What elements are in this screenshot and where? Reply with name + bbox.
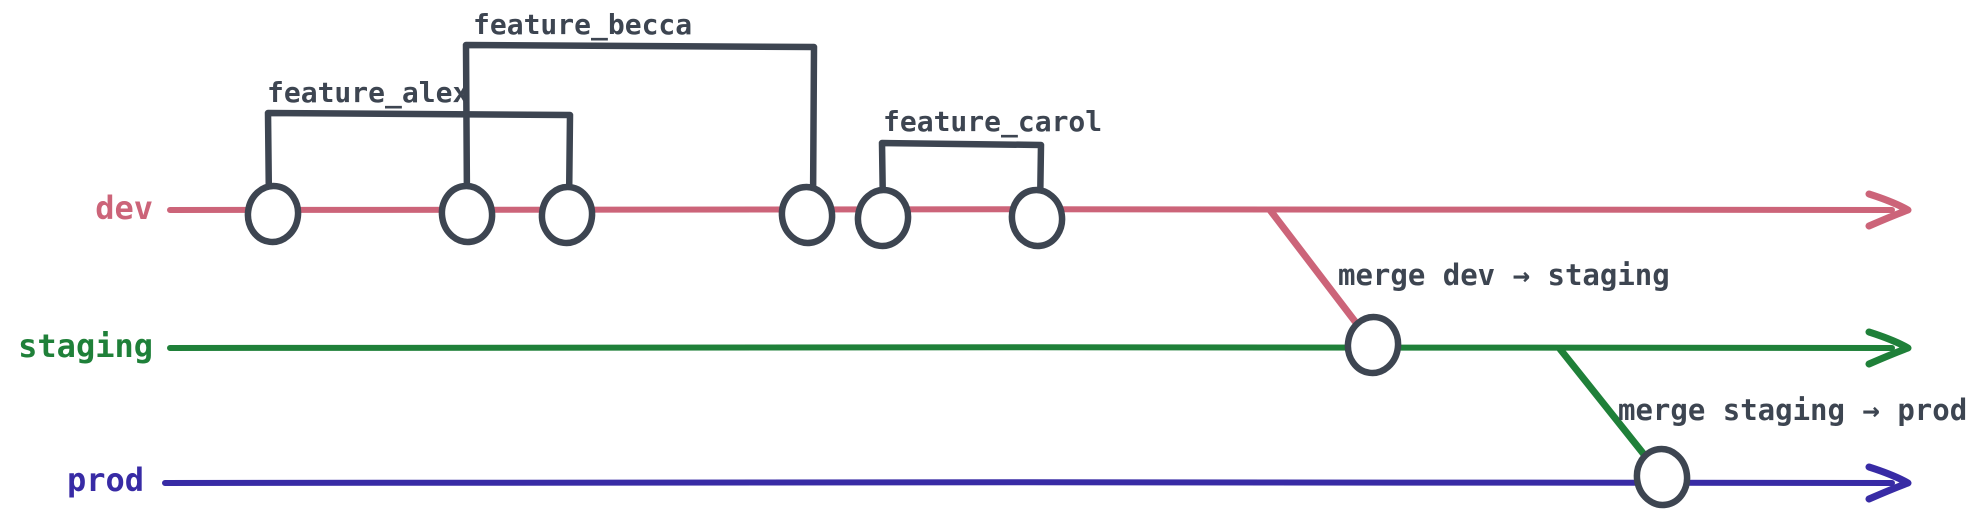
labels-layer: dev staging prod merge dev → staging merge s… xyxy=(18,8,1967,499)
commit-node-dev-6 xyxy=(1008,186,1066,250)
commit-node-dev-2 xyxy=(438,182,496,246)
branch-label-staging: staging xyxy=(18,327,153,365)
commit-node-dev-4 xyxy=(778,183,836,247)
merge-label-dev-staging: merge dev → staging xyxy=(1338,258,1670,292)
feature-label-alex: feature_alex xyxy=(267,76,469,109)
commit-node-dev-3 xyxy=(538,183,596,247)
feature-label-carol: feature_carol xyxy=(883,105,1102,138)
branch-arrowhead-prod xyxy=(1865,463,1912,503)
commit-node-prod-merge xyxy=(1633,445,1691,509)
commit-nodes-layer xyxy=(244,182,1691,509)
feature-bracket-alex xyxy=(264,109,574,210)
commit-node-staging-merge xyxy=(1344,313,1402,377)
branch-label-dev: dev xyxy=(95,189,153,227)
commit-node-dev-5 xyxy=(854,186,912,250)
branch-line-staging xyxy=(167,344,1895,351)
feature-bracket-carol xyxy=(878,139,1045,214)
feature-brackets-layer xyxy=(264,41,1045,214)
feature-label-becca: feature_becca xyxy=(473,8,692,41)
merge-label-staging-prod: merge staging → prod xyxy=(1618,393,1967,427)
feature-bracket-becca xyxy=(462,41,818,211)
branch-arrowhead-dev xyxy=(1865,190,1912,230)
commit-node-dev-1 xyxy=(244,182,302,246)
branch-arrowhead-staging xyxy=(1865,328,1912,368)
branch-line-prod xyxy=(162,479,1895,486)
branch-label-prod: prod xyxy=(67,461,144,499)
merge-lines-layer xyxy=(1266,206,1666,481)
